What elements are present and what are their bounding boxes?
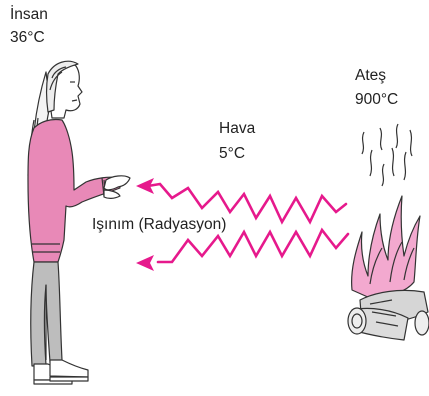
- air-temp-label: 5°C: [219, 143, 245, 164]
- air-name-label: Hava: [219, 118, 255, 139]
- fire-name-label: Ateş: [355, 65, 386, 86]
- person-name-label: İnsan: [10, 4, 48, 25]
- radiation-wave-lower: [136, 230, 348, 271]
- arrowhead-lower: [136, 255, 154, 271]
- fire-temp-label: 900°C: [355, 89, 398, 110]
- person-temp-label: 36°C: [10, 27, 45, 48]
- fire-illustration: [348, 124, 429, 340]
- radiation-label: Işınım (Radyasyon): [92, 214, 226, 235]
